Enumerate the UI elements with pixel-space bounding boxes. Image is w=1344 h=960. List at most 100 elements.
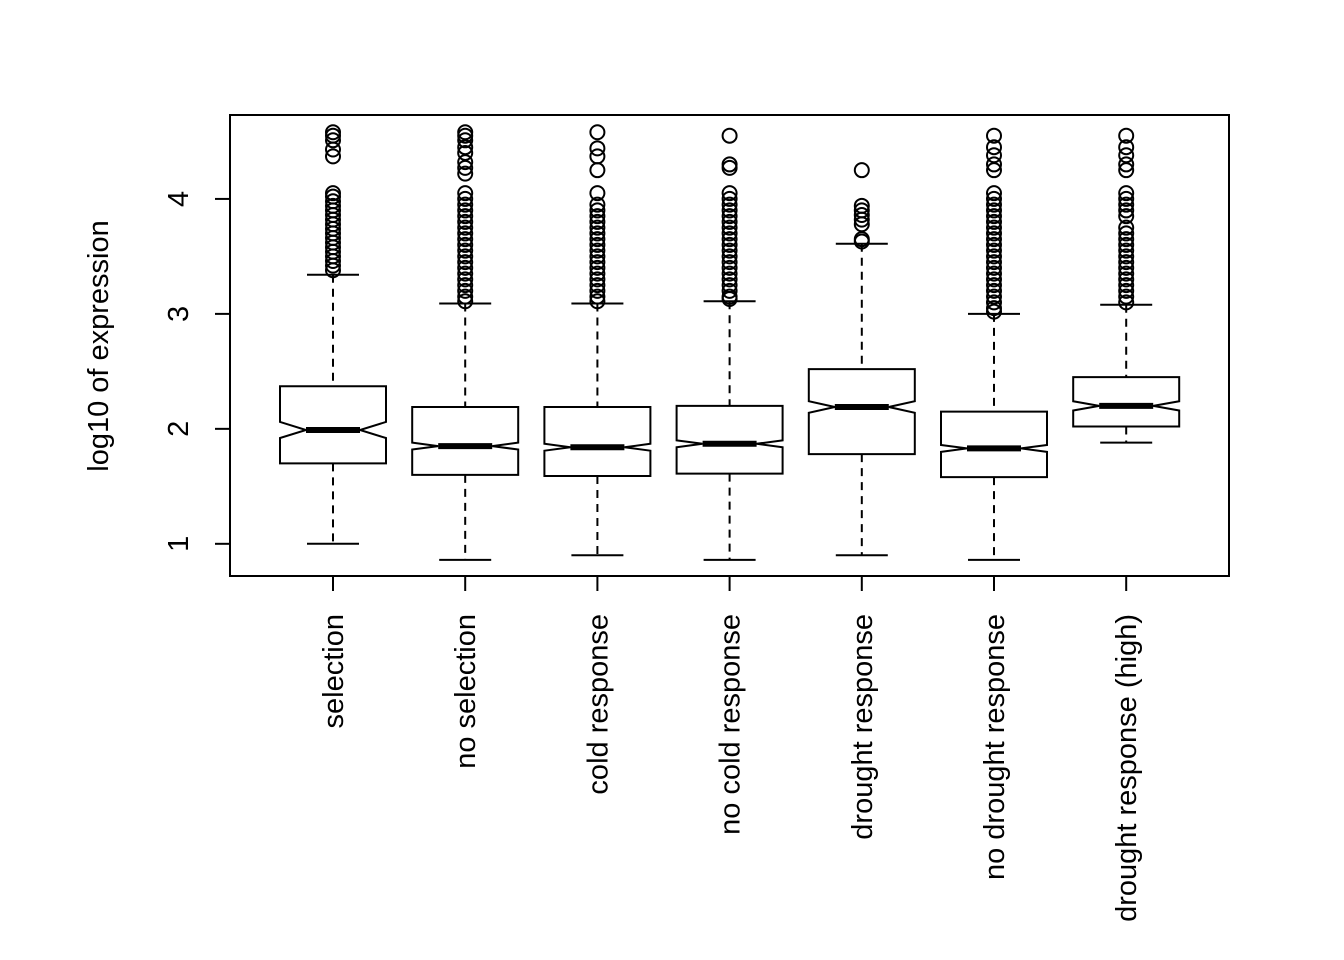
box-group [675,127,784,561]
outlier-point [853,233,870,250]
outlier-point [986,231,1002,248]
outlier-point [721,265,738,282]
box-body [940,410,1048,479]
outlier-point [589,242,606,259]
outlier-point [1118,259,1135,276]
outlier-point [457,225,474,242]
outlier-point [589,124,606,141]
outlier-point [1118,288,1135,305]
outlier-point [1118,202,1135,219]
outlier-point [457,159,474,176]
outlier-point [589,213,606,230]
outlier-point [457,293,474,310]
x-tick-label: drought response (high) [1111,614,1143,922]
outlier-point [721,225,738,242]
x-tick-label: no selection [450,614,482,769]
outlier-point [721,190,738,207]
outlier-point [721,259,738,276]
outlier-point [457,190,474,207]
outlier-point [986,259,1002,276]
outlier-point [721,159,738,176]
outlier-point [589,162,606,179]
outlier-point [853,162,870,179]
outlier-point [1118,294,1135,311]
outlier-point [986,185,1002,202]
box-group [411,124,520,561]
outlier-point [721,196,738,213]
outlier-point [457,208,474,225]
outlier-point [721,219,738,236]
outlier-point [986,242,1002,259]
outlier-point [1118,254,1135,271]
outlier-point [457,213,474,230]
y-axis-label: log10 of expression [83,220,115,472]
outlier-point [986,213,1002,230]
outlier-point [457,154,474,171]
outlier-point [721,202,738,219]
outlier-point [457,271,474,288]
box-group [1072,127,1181,444]
outlier-point [589,288,606,305]
outlier-point [589,248,606,265]
outlier-point [589,202,606,219]
x-tick-label: cold response [582,614,614,795]
outlier-point [1118,231,1135,248]
outlier-point [589,265,606,282]
box-group [940,127,1048,561]
y-tick-label: 3 [163,306,195,322]
outlier-point [1118,185,1135,202]
outlier-point [589,254,606,271]
outlier-point [721,208,738,225]
outlier-point [986,225,1002,242]
outlier-point [457,219,474,236]
outlier-point [325,253,341,270]
outlier-point [325,262,341,279]
outlier-point [986,208,1002,225]
outlier-point [589,208,606,225]
outlier-point [325,148,341,165]
outlier-point [986,139,1002,156]
outlier-point [721,236,738,253]
y-axis: 1 2 3 4 [163,191,231,552]
outlier-point [853,207,870,224]
box-series [279,124,1181,561]
x-tick-label: no cold response [715,614,747,835]
outlier-point [457,124,474,141]
outlier-point [1118,277,1135,294]
outlier-point [325,132,341,149]
outlier-point [721,231,738,248]
outlier-point [1118,127,1135,144]
box-body [675,404,784,475]
x-tick-label: drought response [847,614,879,840]
outlier-point [589,140,606,157]
outlier-point [589,185,606,202]
outlier-point [721,127,738,144]
y-tick-label: 4 [163,191,195,207]
outlier-point [457,265,474,282]
outlier-point [986,282,1002,299]
outlier-point [589,277,606,294]
outlier-point [457,132,474,149]
outlier-point [1118,282,1135,299]
outlier-point [1118,248,1135,265]
outlier-point [721,156,738,173]
outlier-point [721,242,738,259]
outlier-point [1118,265,1135,282]
outlier-point [986,294,1002,311]
outlier-point [986,156,1002,173]
outlier-point [1118,271,1135,288]
outlier-point [986,202,1002,219]
outlier-point [721,271,738,288]
outlier-point [457,259,474,276]
outlier-point [986,162,1002,179]
outlier-point [986,236,1002,253]
outlier-point [986,265,1002,282]
outlier-point [457,165,474,182]
y-tick-label: 2 [163,421,195,437]
box-body [543,406,652,477]
outlier-point [721,290,738,307]
x-tick-label: selection [318,614,350,728]
y-tick-label: 1 [163,536,195,552]
outlier-point [325,257,341,274]
